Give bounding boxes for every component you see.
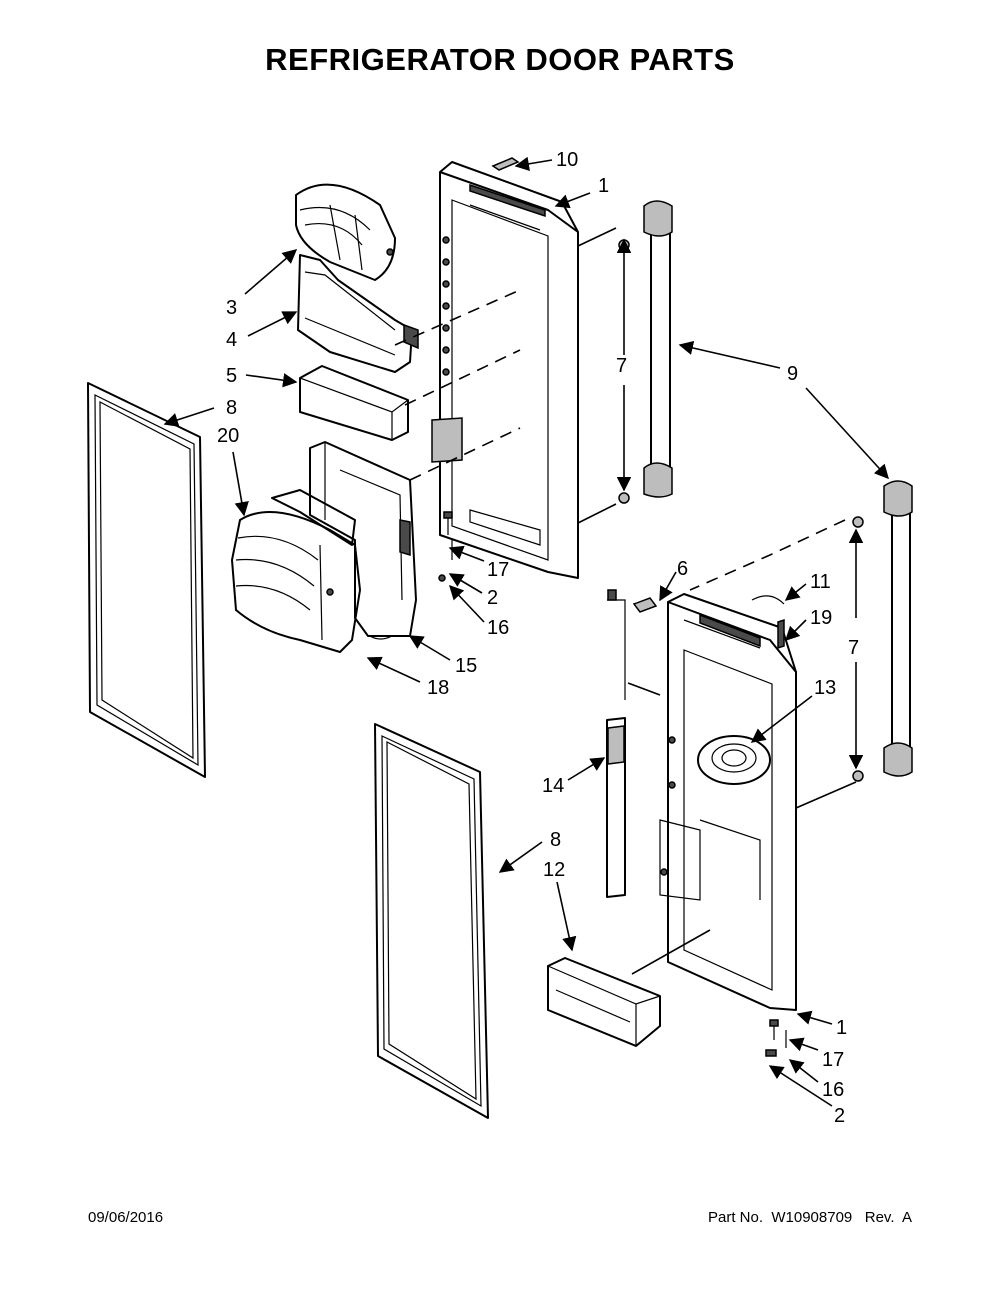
callout-9: 9	[787, 363, 798, 385]
door-handle-lower-part	[852, 480, 913, 782]
upper-door-liner	[431, 161, 579, 579]
dispenser-ring-part	[697, 735, 771, 785]
callout-8-lower: 8	[550, 829, 561, 851]
callout-2-lower: 2	[834, 1105, 845, 1127]
callout-13: 13	[814, 677, 836, 699]
callout-1-top: 1	[598, 175, 609, 197]
callout-1-bottom: 1	[836, 1017, 847, 1039]
latch-strip-part	[606, 599, 626, 898]
callout-15: 15	[455, 655, 477, 677]
document-date: 09/06/2016	[88, 1209, 164, 1226]
callout-8-left: 8	[226, 397, 237, 419]
callout-labels: 10 1 3 4 5 8 20 7 9 17 2 16 15 18 6 11 1…	[217, 149, 859, 1127]
callout-7-upper: 7	[616, 355, 627, 377]
callout-19: 19	[810, 607, 832, 629]
door-gasket-left-part	[87, 382, 206, 778]
callout-leaders	[163, 156, 889, 1107]
door-bin-part	[547, 957, 661, 1047]
callout-20: 20	[217, 425, 239, 447]
small-hardware-parts	[607, 589, 785, 650]
callout-3: 3	[226, 297, 237, 319]
callout-2-upper: 2	[487, 587, 498, 609]
callout-6: 6	[677, 558, 688, 580]
part-number-revision: Part No. W10908709 Rev. A	[708, 1209, 912, 1226]
callout-5: 5	[226, 365, 237, 387]
bin-holder-part	[297, 254, 419, 373]
ice-bucket-part	[231, 489, 361, 653]
lower-door-liner	[659, 593, 797, 1011]
callout-7-lower: 7	[848, 637, 859, 659]
callout-16-lower: 16	[822, 1079, 844, 1101]
callout-12: 12	[543, 859, 565, 881]
callout-17-lower: 17	[822, 1049, 844, 1071]
door-shelf-bin-part	[299, 365, 409, 441]
door-hinge-holes	[442, 236, 450, 376]
callout-10: 10	[556, 149, 578, 171]
callout-11: 11	[810, 571, 831, 593]
callout-17-upper: 17	[487, 559, 509, 581]
ice-bucket-housing-part	[309, 441, 417, 640]
door-gasket-lower-part	[374, 723, 489, 1119]
door-handle-upper-part	[618, 200, 673, 504]
callout-16-upper: 16	[487, 617, 509, 639]
dairy-bin-part	[295, 183, 396, 281]
page-title: REFRIGERATOR DOOR PARTS	[265, 42, 735, 77]
callout-18: 18	[427, 677, 449, 699]
assembly-guide-lines	[394, 227, 857, 975]
hinge-cover-part	[491, 157, 520, 171]
callout-14: 14	[542, 775, 564, 797]
callout-4: 4	[226, 329, 237, 351]
